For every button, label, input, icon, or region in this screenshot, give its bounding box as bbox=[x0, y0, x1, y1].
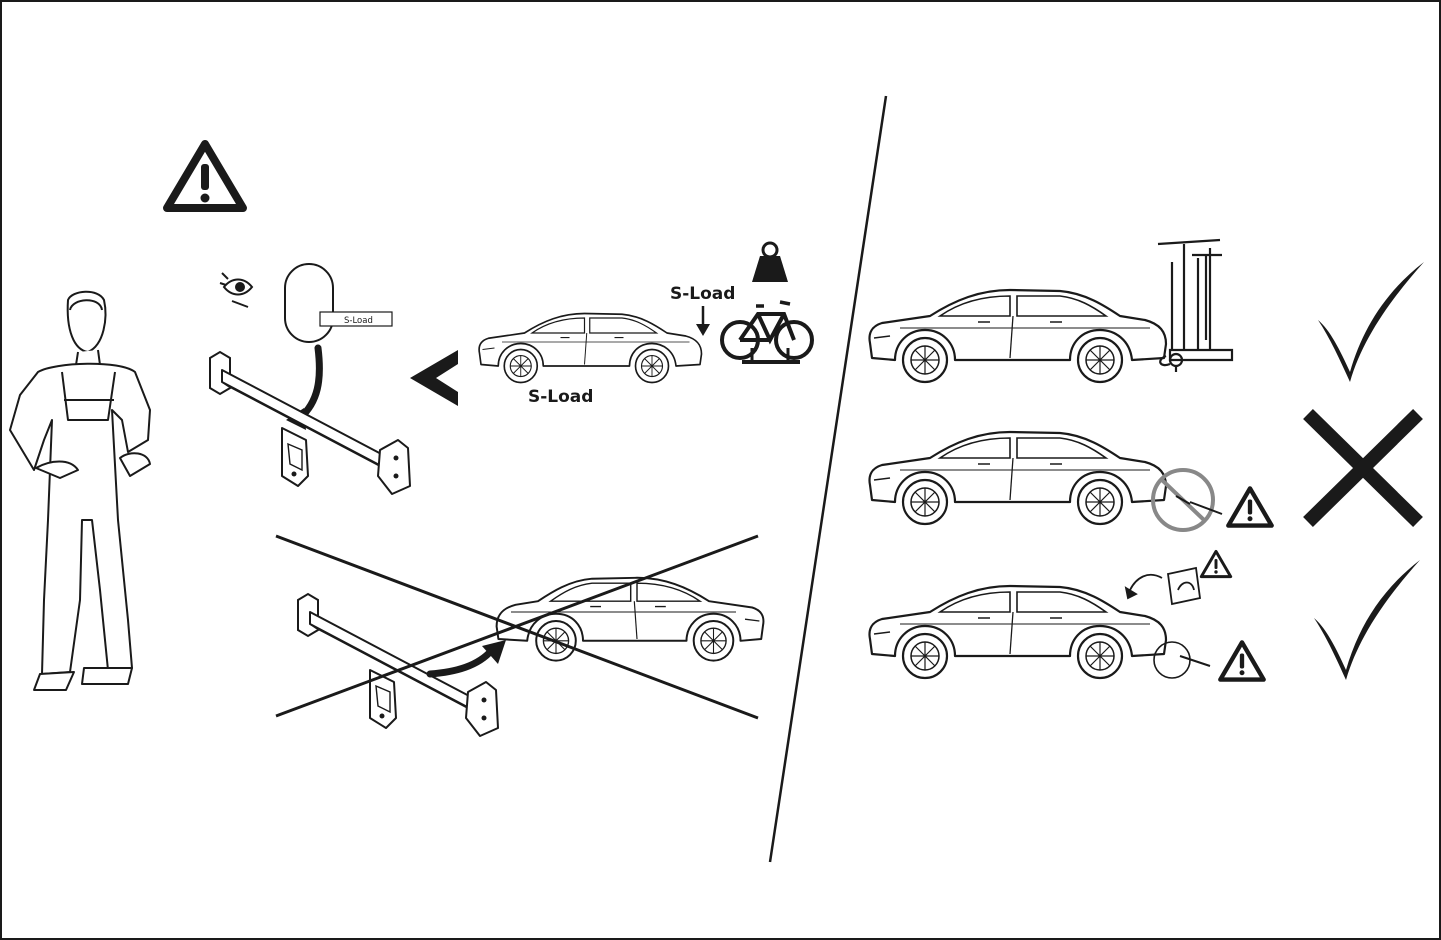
plate-tag-label: S-Load bbox=[344, 316, 373, 326]
bike-s-load-label: S-Load bbox=[670, 284, 735, 304]
car-s-load-label: S-Load bbox=[528, 387, 593, 407]
